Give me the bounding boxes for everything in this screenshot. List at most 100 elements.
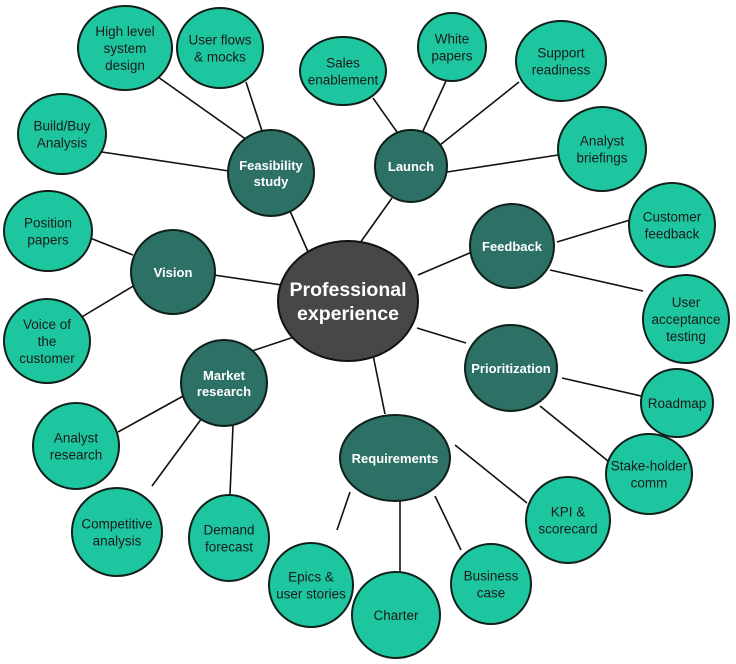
feasibility-connector: [289, 210, 310, 255]
leaf-node-feasibility-shape: [176, 7, 264, 89]
leaf-node-feedback-label-line: acceptance: [651, 312, 720, 327]
leaf-node-feasibility-shape: [77, 5, 173, 91]
leaf-node-feedback-label-line: Customer: [643, 210, 702, 225]
leaf-node-requirements-shape: [268, 542, 354, 628]
prioritization-connector: [416, 327, 467, 344]
category-node-vision: Vision: [130, 229, 216, 315]
leaf-node-prioritization-label-line: comm: [631, 476, 668, 491]
launch-connector: [439, 81, 520, 146]
feedback-connector: [417, 251, 473, 276]
leaf-node-requirements-label-line: Epics &: [288, 570, 334, 585]
leaf-node-prioritization: Roadmap: [640, 368, 714, 438]
launch-connector: [359, 197, 393, 244]
leaf-node-requirements: Charter: [351, 571, 441, 659]
leaf-node-requirements-label-line: KPI &: [551, 505, 586, 520]
connector-lines: [79, 76, 644, 572]
leaf-node-market-shape: [71, 487, 163, 577]
category-node-market-label-line: research: [197, 384, 251, 399]
leaf-node-launch-label-line: papers: [431, 49, 473, 64]
feasibility-connector: [101, 151, 230, 172]
leaf-node-market-label-line: Analyst: [54, 431, 99, 446]
leaf-node-launch-shape: [515, 20, 607, 102]
category-node-launch: Launch: [374, 129, 448, 203]
leaf-node-market: Demand forecast: [188, 494, 270, 582]
market-connector: [229, 425, 234, 495]
prioritization-connector: [539, 405, 609, 462]
leaf-node-feasibility-label-line: design: [105, 58, 145, 73]
leaf-node-market-shape: [188, 494, 270, 582]
leaf-node-requirements-shape: [525, 476, 611, 564]
leaf-node-requirements-shape: [450, 543, 532, 625]
leaf-node-market-shape: [32, 402, 120, 490]
leaf-node-prioritization-label-line: Stake-holder: [611, 459, 688, 474]
leaf-node-feasibility: User flows& mocks: [176, 7, 264, 89]
leaf-node-vision-label-line: papers: [27, 233, 69, 248]
leaf-node-prioritization-shape: [605, 433, 693, 515]
feedback-connector: [549, 269, 644, 292]
launch-connector: [422, 80, 447, 132]
category-node-feedback-shape: [469, 203, 555, 289]
center-node-professional-experience-label-line: Professional: [289, 279, 406, 301]
center-node-professional-experience-label-line: experience: [297, 303, 399, 325]
feasibility-connector: [245, 81, 263, 132]
leaf-node-vision-shape: [3, 298, 91, 384]
leaf-node-prioritization: Stake-holder comm: [605, 433, 693, 515]
category-node-requirements-label-line: Requirements: [352, 451, 439, 466]
leaf-node-feedback-label-line: feedback: [645, 227, 700, 242]
category-node-market-label-line: Market: [203, 368, 246, 383]
leaf-node-launch-label-line: Sales: [326, 56, 360, 71]
leaf-node-market-label-line: analysis: [93, 534, 142, 549]
leaf-node-feedback-shape: [628, 182, 716, 268]
leaf-node-requirements: Epics & user stories: [268, 542, 354, 628]
category-node-requirements: Requirements: [339, 414, 451, 502]
leaf-node-market-label-line: Demand: [203, 523, 254, 538]
leaf-node-market-label-line: forecast: [205, 540, 253, 555]
leaf-node-requirements-shape: [351, 571, 441, 659]
leaf-node-market-label-line: Competitive: [81, 517, 152, 532]
leaf-node-feedback-label-line: testing: [666, 329, 706, 344]
category-node-feedback-label-line: Feedback: [482, 239, 543, 254]
leaf-node-feedback-shape: [642, 274, 730, 364]
center-node-professional-experience-shape: [277, 240, 419, 362]
category-node-prioritization-shape: [464, 324, 558, 412]
leaf-node-feasibility-label-line: & mocks: [194, 50, 246, 65]
leaf-node-prioritization-shape: [640, 368, 714, 438]
leaf-node-launch-shape: [299, 36, 387, 106]
leaf-node-launch-label-line: Analyst: [580, 134, 625, 149]
leaf-node-launch-label-line: readiness: [532, 63, 591, 78]
category-node-launch-label-line: Launch: [388, 159, 434, 174]
leaf-node-feasibility-label-line: system: [104, 41, 147, 56]
leaf-node-market-label-line: research: [50, 448, 103, 463]
feedback-connector: [556, 219, 631, 243]
leaf-node-feasibility-label-line: High level: [95, 24, 154, 39]
category-node-market-shape: [180, 339, 268, 427]
leaf-node-feedback: User acceptance testing: [642, 274, 730, 364]
leaf-node-vision: Position papers: [3, 190, 93, 272]
category-node-feasibility-label-line: study: [254, 174, 289, 189]
leaf-node-requirements-label-line: scorecard: [538, 522, 597, 537]
leaf-node-vision-label-line: Position: [24, 216, 72, 231]
category-node-launch-shape: [374, 129, 448, 203]
leaf-node-feasibility: High level system design: [77, 5, 173, 91]
leaf-node-vision-label-line: the: [38, 334, 57, 349]
leaf-node-launch-shape: [557, 106, 647, 192]
feasibility-connector: [157, 76, 248, 141]
requirements-connector: [454, 444, 528, 504]
launch-connector: [446, 154, 559, 173]
leaf-node-feasibility-label-line: Build/Buy: [33, 119, 90, 134]
leaf-node-feasibility-label-line: Analysis: [37, 136, 88, 151]
leaf-node-feasibility-shape: [17, 93, 107, 175]
leaf-node-feedback-label-line: User: [672, 295, 701, 310]
leaf-node-market: Analyst research: [32, 402, 120, 490]
leaf-node-requirements-label-line: user stories: [276, 587, 346, 602]
leaf-node-vision-label-line: Voice of: [23, 317, 71, 332]
